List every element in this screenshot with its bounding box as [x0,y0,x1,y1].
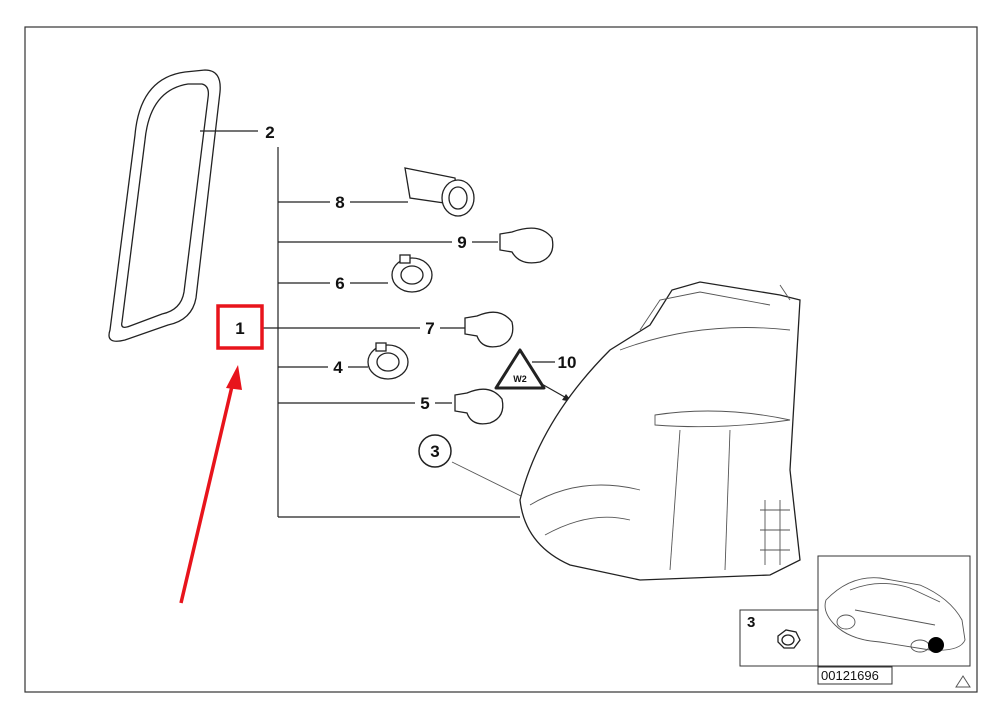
leader-lines [200,130,572,518]
socket-6 [391,254,433,293]
callout-1: 1 [235,319,244,338]
red-arrow [179,365,242,604]
bulb-5 [454,388,504,425]
callout-9: 9 [457,233,466,252]
position-marker [928,637,944,653]
warning-symbol-text: W2 [513,374,527,384]
callout-7: 7 [425,319,434,338]
callout-3-circle [418,434,452,468]
corner-triangle-icon [955,675,971,688]
callout-2: 2 [265,123,274,142]
socket-8 [404,167,475,217]
callout-6: 6 [335,274,344,293]
bulb-7 [464,311,514,348]
diagram-number-box [817,666,893,685]
inset-nut-box: 3 [739,609,819,667]
callout-10: 10 [558,353,577,372]
tail-light-housing [519,281,801,581]
callout-4: 4 [333,358,343,377]
warning-triangle: W2 [494,348,546,390]
inset-car-box [817,555,971,667]
callout-3: 3 [430,442,439,461]
diagram-number: 00121696 [821,668,879,683]
callout-8: 8 [335,193,344,212]
gasket-part [108,69,221,342]
socket-4 [367,342,409,380]
inset-callout-3: 3 [747,614,755,631]
highlight-box [216,304,264,350]
bulb-9 [499,227,554,264]
callout-5: 5 [420,394,429,413]
